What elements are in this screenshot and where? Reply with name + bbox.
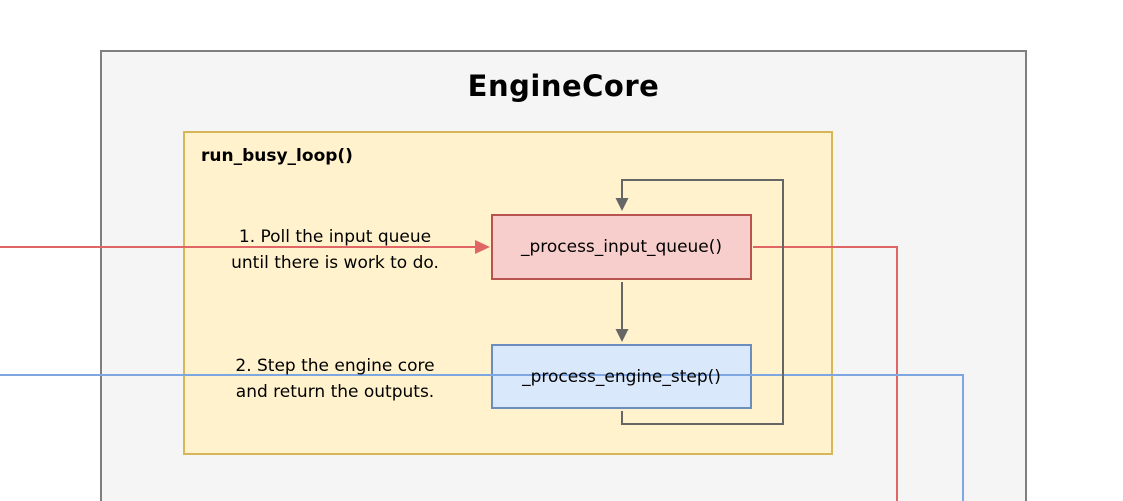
process-input-queue-node	[491, 214, 752, 280]
process-engine-step-node	[491, 344, 752, 409]
run-busy-loop-label: run_busy_loop()	[201, 146, 353, 166]
engine-core-title: EngineCore	[467, 69, 660, 103]
